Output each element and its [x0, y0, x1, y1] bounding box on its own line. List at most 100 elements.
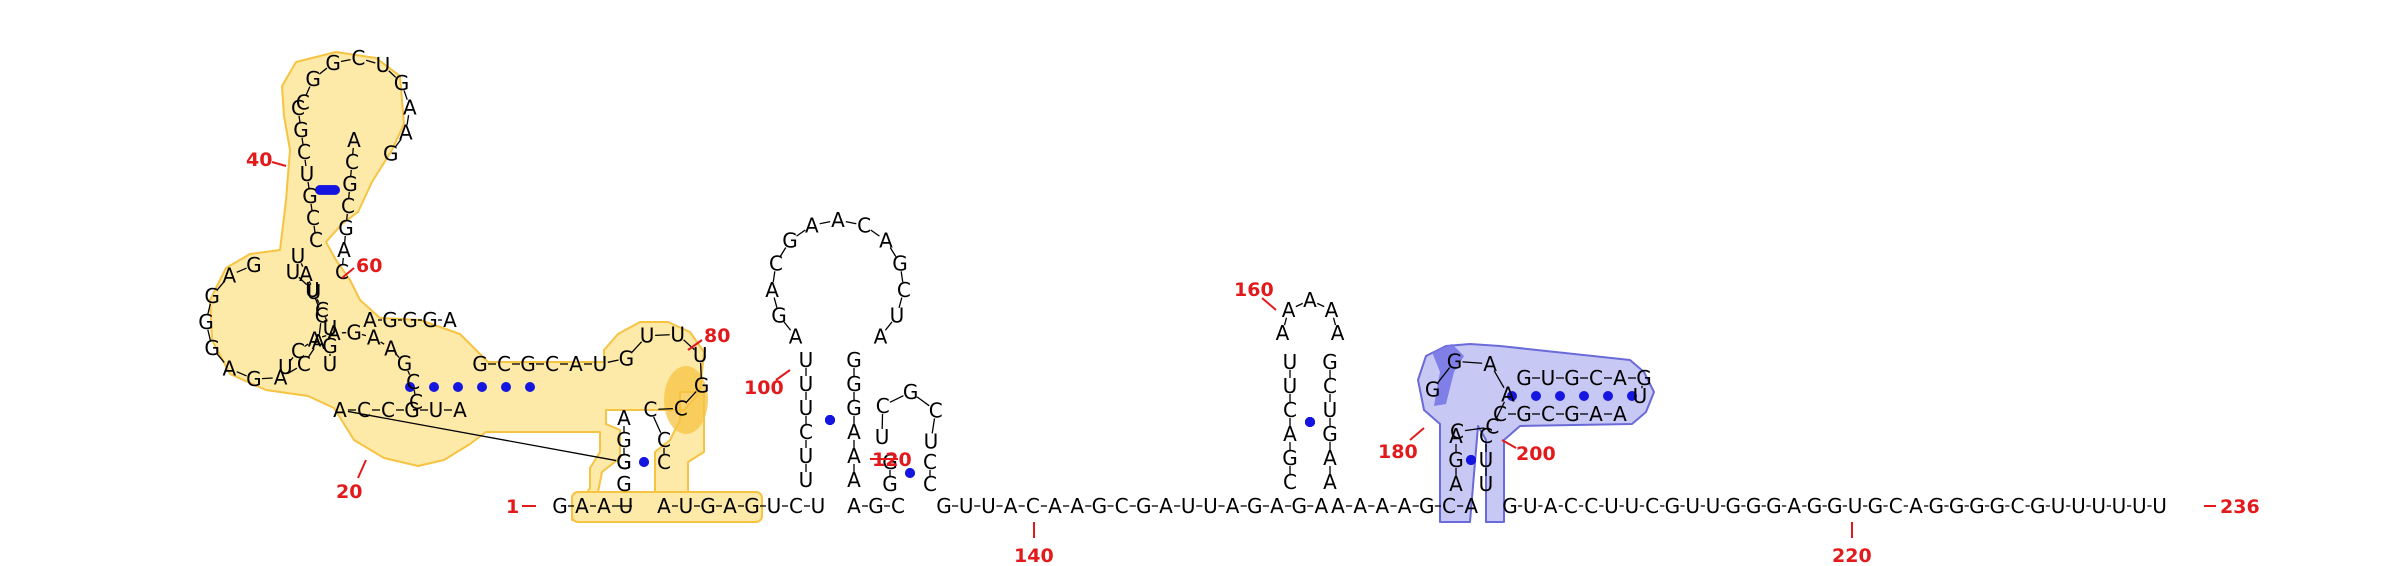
- nucleotide: U: [890, 304, 905, 328]
- nucleotide: U: [2051, 494, 2066, 518]
- nucleotide: U: [799, 396, 814, 420]
- nucleotide: G: [694, 374, 710, 398]
- nucleotide: C: [297, 352, 311, 376]
- nucleotide: U: [875, 425, 890, 449]
- nucleotide: A: [1325, 298, 1339, 322]
- nucleotide: A: [1276, 321, 1290, 345]
- backbone-link: [819, 220, 831, 225]
- nucleotide: C: [545, 352, 559, 376]
- nucleotide: A: [575, 494, 589, 518]
- backbone-link: [344, 235, 346, 243]
- nucleotide: G: [302, 184, 318, 208]
- base-pair-dot: [315, 185, 325, 195]
- base-pair-dot: [405, 382, 415, 392]
- nucleotide: A: [1449, 424, 1463, 448]
- backbone-link: [308, 281, 312, 285]
- nucleotide: C: [929, 399, 943, 423]
- nucleotide: G: [397, 352, 413, 376]
- backbone-link: [1332, 317, 1337, 326]
- nucleotide: A: [1613, 366, 1627, 390]
- nucleotide: U: [2091, 494, 2106, 518]
- nucleotide: A: [1323, 470, 1337, 494]
- backbone-link: [931, 418, 936, 434]
- nucleotide: C: [306, 206, 320, 230]
- nucleotide: G: [882, 472, 898, 496]
- nucleotide: G: [422, 308, 438, 332]
- position-label-236: 236: [2220, 496, 2260, 518]
- nucleotide: C: [657, 450, 671, 474]
- backbone-link: [403, 90, 408, 100]
- nucleotide: A: [1331, 321, 1345, 345]
- nucleotide: U: [2112, 494, 2127, 518]
- backbone-lines: [207, 58, 2152, 507]
- backbone-link: [394, 138, 402, 148]
- nucleotide: G: [472, 352, 488, 376]
- backbone-link: [352, 147, 354, 155]
- nucleotide: U: [291, 244, 306, 268]
- nucleotide: U: [307, 280, 322, 304]
- backbone-link: [889, 395, 904, 403]
- backbone-link: [305, 86, 311, 96]
- nucleotide: A: [1303, 288, 1317, 312]
- nucleotide: G: [402, 308, 418, 332]
- nucleotide: G: [1447, 349, 1463, 373]
- nucleotide: G: [846, 396, 862, 420]
- backbone-link: [365, 59, 376, 64]
- domain-highlight-2-strong: [1432, 344, 1464, 406]
- nucleotide: A: [1323, 446, 1337, 470]
- base-pair-dots: [315, 185, 1637, 478]
- backbone-link: [796, 229, 806, 237]
- nucleotide: C: [315, 303, 329, 327]
- nucleotide: C: [296, 91, 310, 115]
- backbone-link: [301, 137, 304, 145]
- position-numbering: 1 20 40 60 80 100 120 140 160 180 200 22…: [246, 149, 2260, 566]
- nucleotide: A: [1353, 494, 1367, 518]
- backbone-link: [889, 247, 897, 257]
- nucleotide: U: [1479, 448, 1494, 472]
- nucleotide: A: [1464, 494, 1478, 518]
- nucleotide: A: [443, 308, 457, 332]
- nucleotide: U: [1203, 494, 1218, 518]
- backbone-link: [347, 410, 617, 462]
- nucleotide: U: [670, 322, 685, 346]
- nucleotide: G: [1136, 494, 1152, 518]
- backbone-link: [236, 267, 247, 273]
- nucleotide: G: [1448, 448, 1464, 472]
- nucleotide: A: [363, 308, 377, 332]
- nucleotide: G: [616, 450, 632, 474]
- nucleotide: U: [1523, 494, 1538, 518]
- nucleotide: G: [846, 372, 862, 396]
- backbone-link: [350, 169, 352, 177]
- nucleotide: A: [453, 398, 467, 422]
- base-pair-dot: [525, 382, 535, 392]
- nucleotide: A: [1483, 352, 1497, 376]
- base-pair-dot: [825, 415, 835, 425]
- nucleotide: U: [376, 53, 391, 77]
- nucleotide: G: [382, 308, 398, 332]
- tick-160: [1261, 297, 1277, 311]
- tick-40: [271, 161, 287, 167]
- nucleotide: A: [1376, 494, 1390, 518]
- nucleotide: U: [619, 494, 634, 518]
- nucleotide: G: [771, 304, 787, 328]
- nucleotide: G: [1564, 366, 1580, 390]
- nucleotide: U: [767, 494, 782, 518]
- nucleotide: A: [384, 336, 398, 360]
- backbone-link: [346, 213, 348, 221]
- backbone-link: [1283, 317, 1288, 326]
- nucleotide: G: [342, 172, 358, 196]
- backbone-link: [1436, 367, 1451, 384]
- nucleotide: U: [1685, 494, 1700, 518]
- backbone-link: [653, 416, 662, 433]
- nucleotide: G: [616, 428, 632, 452]
- nucleotide: G: [198, 310, 214, 334]
- nucleotide: G: [404, 398, 420, 422]
- nucleotide: G: [744, 494, 760, 518]
- base-pair-dot: [1466, 455, 1476, 465]
- nucleotide: C: [1485, 415, 1499, 439]
- backbone-link: [900, 271, 904, 283]
- nucleotide: A: [847, 494, 861, 518]
- nucleotide: A: [1226, 494, 1240, 518]
- nucleotide: U: [1706, 494, 1721, 518]
- nucleotide: C: [2011, 494, 2025, 518]
